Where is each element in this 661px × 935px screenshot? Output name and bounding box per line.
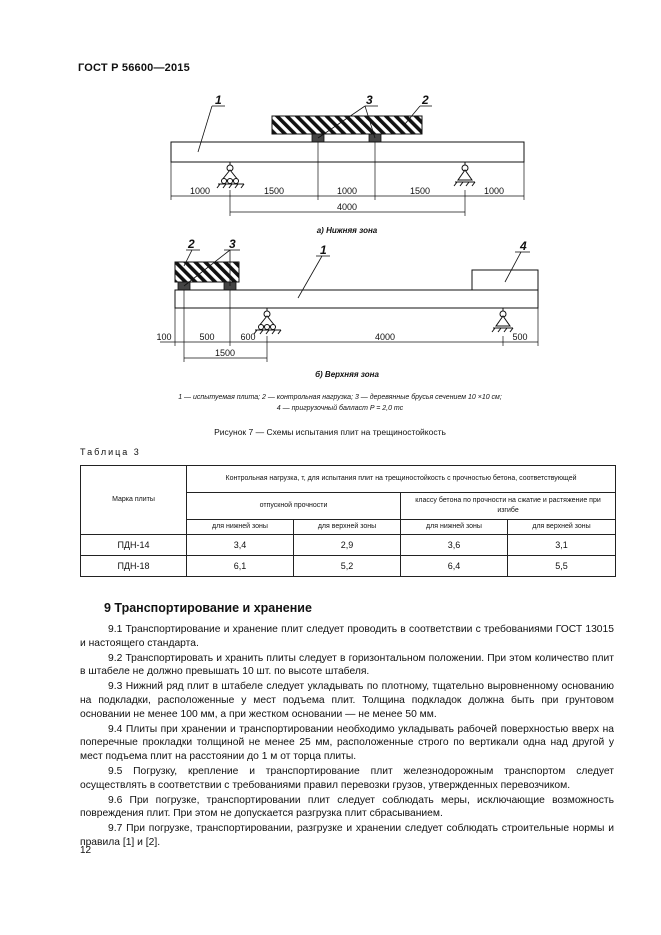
row-value: 3,1 xyxy=(506,534,617,556)
figure-legend-line-1: 1 — испытуемая плита; 2 — контрольная на… xyxy=(178,394,502,401)
dim-b-500: 500 xyxy=(199,332,214,342)
support-a-right xyxy=(453,162,476,187)
section-title: 9 Транспортирование и хранение xyxy=(104,601,312,615)
paragraph-9-7: 9.7 При погрузке, транспортировании, раз… xyxy=(80,823,614,848)
row-value: 2,9 xyxy=(293,534,401,556)
group-header: Контрольная нагрузка, т, для испытания п… xyxy=(185,465,617,493)
zone-lower-1: для нижней зоны xyxy=(186,519,294,535)
callout-a-2: 2 xyxy=(421,93,429,107)
control-load-b xyxy=(174,261,240,283)
dim-b-100: 100 xyxy=(156,332,171,342)
subtitle-lower-zone: а) Нижняя зона xyxy=(317,226,378,235)
paragraph-9-4: 9.4 Плиты при хранении и транспортирован… xyxy=(80,723,614,762)
dim-b-600: 600 xyxy=(240,332,255,342)
row-value: 5,2 xyxy=(293,555,401,577)
callout-b-4: 4 xyxy=(519,239,527,253)
sub-header-release-strength: отпускной прочности xyxy=(186,492,401,520)
support-a-left xyxy=(216,162,245,189)
scheme-b-upper-zone: 100 500 600 4000 500 1500 2 3 1 4 б) Вер… xyxy=(156,237,539,379)
support-b-right xyxy=(491,308,514,333)
figure-caption: Рисунок 7 — Схемы испытания плит на трещ… xyxy=(214,427,446,437)
callout-b-3: 3 xyxy=(229,237,236,251)
paragraph-9-1: 9.1 Транспортирование и хранение плит сл… xyxy=(80,624,614,649)
col-brand-header: Марка плиты xyxy=(80,465,187,535)
paragraph-9-5: 9.5 Погрузку, крепление и транспортирова… xyxy=(80,765,614,791)
subtitle-upper-zone: б) Верхняя зона xyxy=(315,370,379,379)
dim-b-500-right: 500 xyxy=(512,332,527,342)
paragraph-9-6: 9.6 При погрузке, транспортировании плит… xyxy=(80,794,614,820)
row-value: 5,5 xyxy=(506,555,617,577)
callout-b-2: 2 xyxy=(187,237,195,251)
scheme-a-lower-zone: 1000 1500 1000 1500 1000 4000 1 3 2 а) Н… xyxy=(170,93,525,235)
figure-legend-line-2: 4 — пригрузочный балласт P = 2,0 тс xyxy=(276,405,404,412)
dimension-texts-a: 1000 1500 1000 1500 1000 4000 xyxy=(190,186,504,212)
control-load-a xyxy=(271,115,423,135)
ballast-b xyxy=(471,269,539,291)
dimension-lines-b xyxy=(160,290,539,362)
callout-b-1: 1 xyxy=(320,243,327,257)
callout-a-1: 1 xyxy=(215,93,222,107)
row-brand: ПДН-14 xyxy=(80,534,187,556)
document-code: ГОСТ Р 56600—2015 xyxy=(78,62,190,74)
table-row: ПДН-18 6,1 5,2 6,4 5,5 xyxy=(80,555,617,577)
zone-lower-2: для нижней зоны xyxy=(400,519,508,535)
paragraph-9-3: 9.3 Нижний ряд плит в штабеле следует ук… xyxy=(80,681,614,720)
page-number: 12 xyxy=(80,845,92,856)
dim-a-total: 4000 xyxy=(337,202,357,212)
callout-a-3: 3 xyxy=(366,93,373,107)
test-slab-b xyxy=(174,289,539,309)
dim-b-4000: 4000 xyxy=(375,332,395,342)
dim-b-1500: 1500 xyxy=(215,348,235,358)
table-title: Таблица 3 xyxy=(80,447,141,457)
dimension-lines-a xyxy=(170,142,525,216)
row-value: 6,1 xyxy=(186,555,294,577)
paragraph-9-2: 9.2 Транспортировать и хранить плиты сле… xyxy=(80,652,614,678)
row-value: 3,4 xyxy=(186,534,294,556)
dim-a-1: 1000 xyxy=(190,186,210,196)
dim-a-4: 1500 xyxy=(410,186,430,196)
dim-a-2: 1500 xyxy=(264,186,284,196)
dim-a-5: 1000 xyxy=(484,186,504,196)
zone-upper-2: для верхней зоны xyxy=(506,519,617,535)
test-scheme-figure: 1000 1500 1000 1500 1000 4000 1 3 2 а) Н… xyxy=(156,93,539,379)
dim-a-3: 1000 xyxy=(337,186,357,196)
control-load-table: Марка плиты Контрольная нагрузка, т, для… xyxy=(80,465,617,577)
callouts-b xyxy=(183,249,530,299)
row-value: 3,6 xyxy=(400,534,508,556)
sub-header-concrete-class: классу бетона по прочности на сжатие и р… xyxy=(399,492,617,520)
test-slab-a xyxy=(170,141,525,163)
table-row: ПДН-14 3,4 2,9 3,6 3,1 xyxy=(80,534,617,556)
callouts-a xyxy=(197,105,432,153)
row-value: 6,4 xyxy=(400,555,508,577)
dimension-texts-b: 100 500 600 4000 500 1500 xyxy=(156,332,527,358)
section-body: 9.1 Транспортирование и хранение плит сл… xyxy=(80,623,614,851)
row-brand: ПДН-18 xyxy=(80,555,187,577)
support-b-left xyxy=(253,308,282,335)
zone-upper-1: для верхней зоны xyxy=(293,519,401,535)
